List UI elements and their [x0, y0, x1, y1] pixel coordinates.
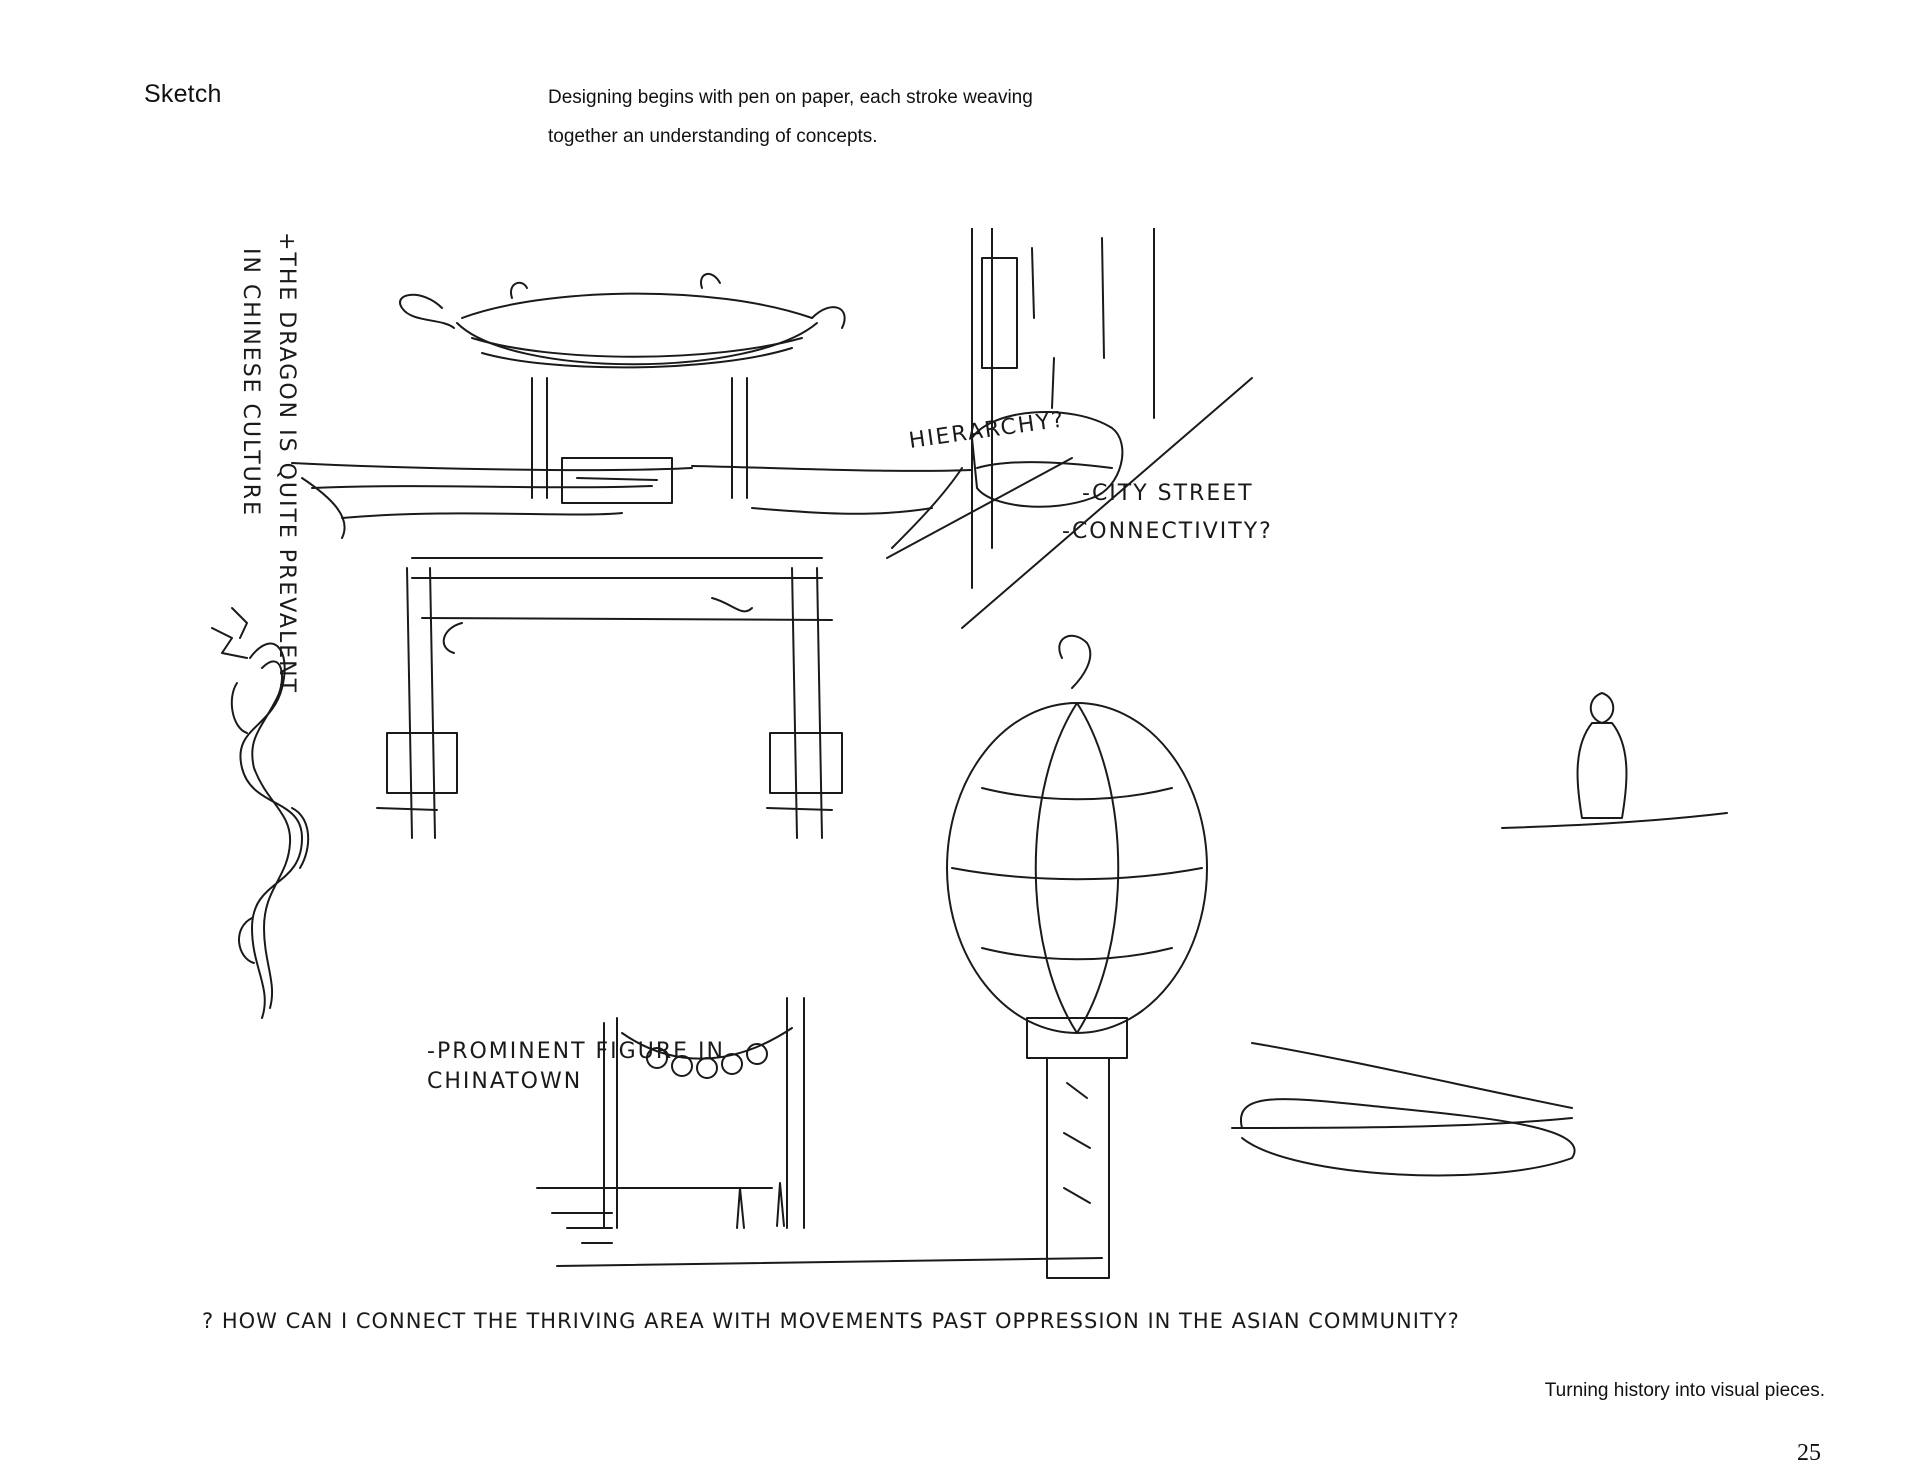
intro-line-1: Designing begins with pen on paper, each… [548, 87, 1033, 108]
city-street-note: -CITY STREET [1082, 481, 1254, 506]
dragon-drawing [211, 607, 310, 1019]
city-street-drawing [886, 228, 1253, 629]
chinatown-gate-drawing [291, 273, 973, 839]
figure-drawing [1501, 692, 1728, 829]
intro-line-2: together an understanding of concepts. [548, 126, 878, 147]
prominent-note-line-2: CHINATOWN [427, 1069, 582, 1094]
research-question: ? HOW CAN I CONNECT THE THRIVING AREA WI… [202, 1309, 1460, 1333]
lantern-string-drawing [536, 997, 1103, 1267]
intro-paragraph: Designing begins with pen on paper, each… [548, 78, 1108, 156]
dragon-note-line-2: IN CHINESE CULTURE [238, 248, 263, 517]
prominent-note-line-1: -PROMINENT FIGURE IN [427, 1039, 725, 1064]
scroll-drawing [1231, 1042, 1576, 1177]
lantern-drawing [946, 634, 1208, 1279]
section-title: Sketch [144, 80, 222, 108]
sketch-image: +THE DRAGON IS QUITE PREVALENT IN CHINES… [192, 228, 1774, 1370]
image-caption: Turning history into visual pieces. [1544, 1380, 1825, 1401]
connectivity-note: -CONNECTIVITY? [1062, 519, 1273, 544]
hierarchy-note: HIERARCHY? [907, 407, 1067, 454]
page-number: 25 [1797, 1440, 1821, 1466]
